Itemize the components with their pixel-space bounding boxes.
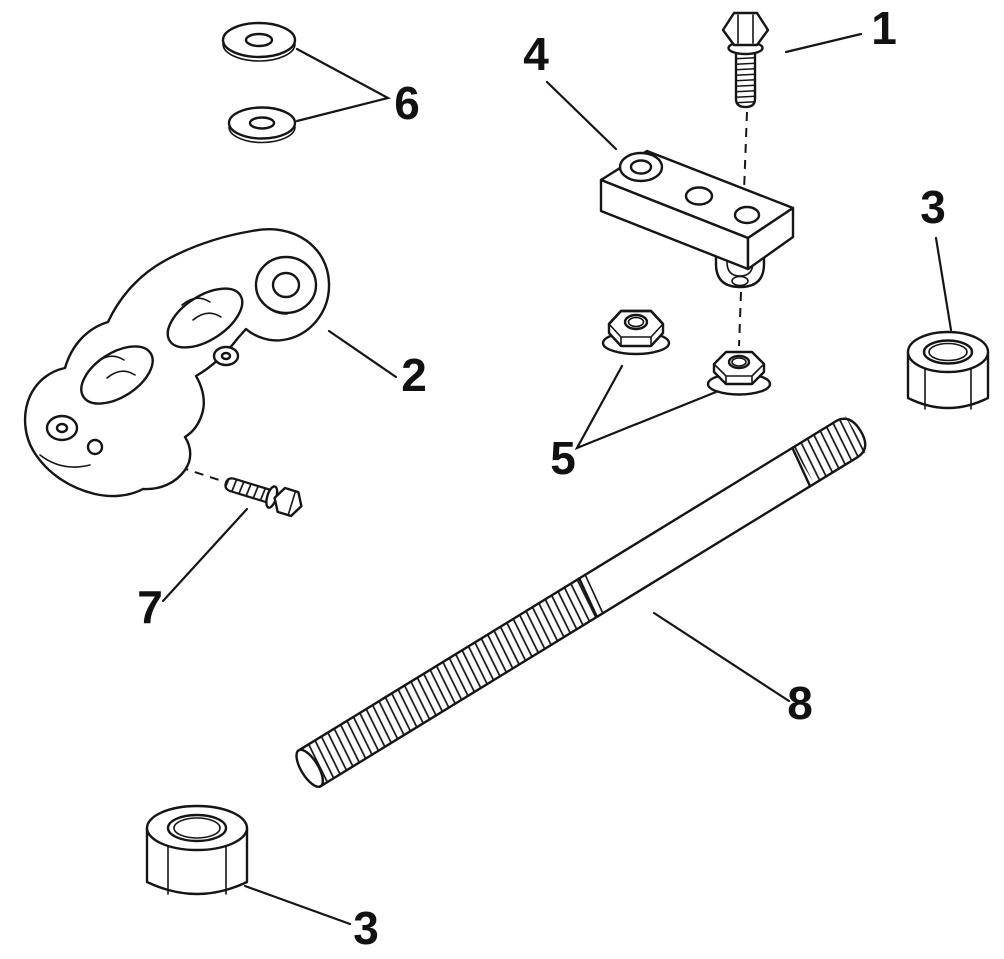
leader-2 [327,329,398,379]
bracket-opening-lower [80,345,154,405]
callout-2: 2 [401,349,427,401]
callout-6: 6 [394,77,420,129]
bracket-head-detail [261,300,288,315]
nut-bottom-thread [173,817,221,839]
part-hex-bolt [721,11,770,109]
bracket-outline [23,228,331,498]
callout-labels: 1 2 3 3 4 5 6 7 8 [137,2,946,954]
rod-thread-section-right [792,415,868,484]
link-hole-right [733,205,761,225]
flange-nut-2-facets [713,363,765,385]
flange-nut-1-top [607,309,665,326]
callout-1: 1 [871,2,897,54]
link-clevis-hole [731,275,749,287]
callout-3-right: 3 [920,181,946,233]
part-link-plate [599,149,795,289]
washer-1-hole [244,32,274,48]
leader-1 [784,32,863,54]
callout-7: 7 [137,581,163,633]
flange-nut-2-thread [731,357,747,367]
rod-thread-section-left [297,578,602,787]
bolt-shank [734,51,757,109]
leader-5 [574,364,718,451]
nut-bottom-hole [166,813,228,843]
part-hex-nut-bottom [145,804,249,896]
bracket-foot-notch [39,454,91,468]
flange-nut-1-facets [608,323,664,347]
link-hole-middle [684,186,714,206]
rod-thread-boundary-1 [578,577,599,619]
link-boss-hole [629,159,653,175]
part-washers [221,21,297,144]
part-flange-nuts [601,309,772,396]
rod-thread-boundary-2 [584,574,604,615]
dashed-line-link-to-nut [738,291,742,347]
callout-3-bottom: 3 [353,902,379,954]
small-bolt-shank [224,477,272,504]
link-end-face [746,206,795,271]
part-hex-nut-right [906,330,990,410]
small-bolt-head-facet [287,490,297,516]
bracket-rib-upper [181,297,222,321]
leader-7 [161,507,249,603]
leader-4 [545,80,618,151]
leader-lines [161,32,953,926]
washer-2-rim [228,126,296,144]
part-threaded-rod [295,415,868,788]
bracket-foot-hole-small [86,438,104,456]
rod-thread-boundary-3 [791,446,812,488]
rod-end-face [295,748,325,788]
bolt-head [721,11,770,47]
nut-right-thread [928,342,968,362]
callout-5: 5 [550,432,576,484]
bracket-head-hole [271,271,301,299]
bracket-foot-hole-inner [55,422,69,434]
callout-8: 8 [787,677,813,729]
bracket-rib-lower [95,355,136,379]
leader-3-right [934,236,953,332]
washer-2-hole [248,116,276,130]
washer-1-rim [222,43,296,62]
part-cast-bracket [23,228,331,498]
leader-6 [295,47,392,123]
rod-outline [296,417,867,788]
bracket-boss-hole [220,351,232,361]
part-hex-bolt-small [224,477,303,518]
flange-nut-1-thread [627,316,645,328]
leader-3-bottom [243,884,352,926]
leader-8 [652,611,791,703]
callout-4: 4 [523,28,549,80]
